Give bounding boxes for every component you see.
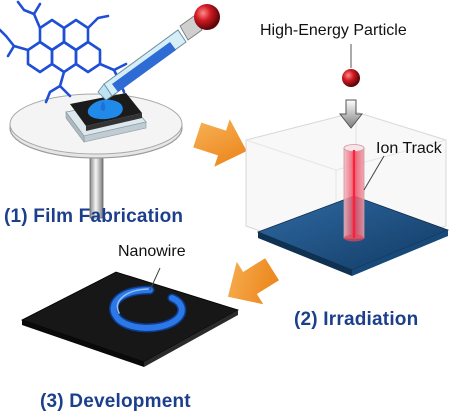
ion-track-leader-line (363, 155, 385, 191)
nanowire (109, 285, 187, 333)
nanowire-leader-line (149, 267, 161, 291)
step1-label: (1) Film Fabrication (4, 206, 184, 227)
ion-track (343, 144, 365, 242)
process-arrow-1-to-2 (193, 119, 247, 167)
development-film (20, 271, 240, 367)
down-arrow-icon (338, 99, 364, 129)
process-arrow-2-to-3 (227, 258, 279, 305)
ion-track-label: Ion Track (376, 140, 442, 157)
pipette-icon (97, 4, 220, 111)
step3-label: (3) Development (40, 391, 191, 412)
particle-sphere-icon (342, 69, 360, 87)
particle-label: High-Energy Particle (260, 22, 407, 39)
nanowire-label: Nanowire (118, 243, 186, 260)
spin-coater-icon (9, 93, 183, 219)
step2-label: (2) Irradiation (294, 309, 419, 330)
